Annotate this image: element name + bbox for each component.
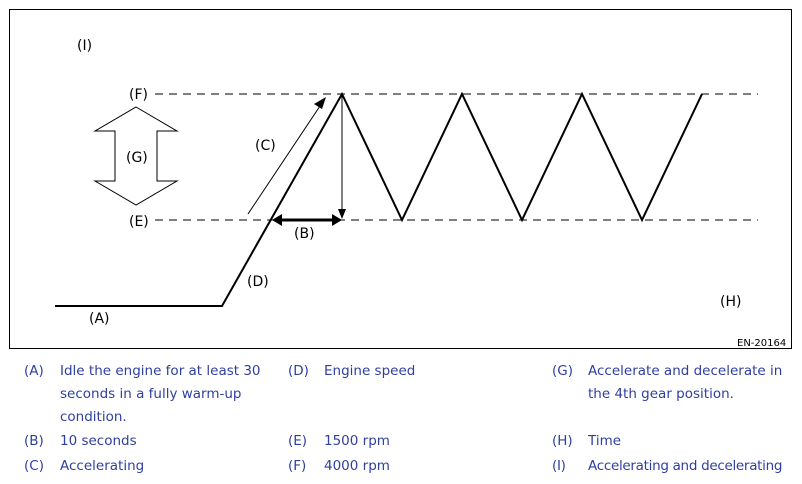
label-a: (A): [89, 311, 110, 327]
label-d: (D): [247, 274, 269, 290]
ten-second-arrow-head-left: [272, 214, 282, 226]
diagram-frame: (I) (F) (C) (G) (E) (B) (D) (H) (A) EN-2…: [9, 9, 792, 349]
legend-text-g: Accelerate and decelerate in the 4th gea…: [588, 363, 783, 402]
legend-item-i: (I) Accelerating and decelerating: [552, 455, 800, 478]
legend-text-d: Engine speed: [324, 363, 416, 379]
legend-text-a: Idle the engine for at least 30 seconds …: [60, 363, 261, 425]
figure-code: EN-20164: [737, 338, 786, 349]
legend-key-f: (F): [288, 458, 307, 474]
hold-time-vertical-arrow-head: [338, 209, 346, 219]
legend-text-f: 4000 rpm: [324, 458, 390, 474]
legend-key-d: (D): [288, 363, 309, 379]
legend-key-h: (H): [552, 433, 573, 449]
legend: (A) Idle the engine for at least 30 seco…: [0, 360, 802, 484]
legend-item-d: (D) Engine speed: [288, 360, 528, 383]
legend-item-g: (G) Accelerate and decelerate in the 4th…: [552, 360, 798, 406]
legend-item-a: (A) Idle the engine for at least 30 seco…: [24, 360, 274, 429]
label-i: (I): [77, 38, 92, 54]
label-c: (C): [255, 138, 276, 154]
legend-key-b: (B): [24, 433, 44, 449]
legend-key-a: (A): [24, 363, 44, 379]
legend-text-b: 10 seconds: [60, 433, 137, 449]
legend-key-c: (C): [24, 458, 44, 474]
legend-text-h: Time: [588, 433, 622, 449]
label-h: (H): [720, 294, 741, 310]
legend-item-h: (H) Time: [552, 430, 798, 453]
legend-text-e: 1500 rpm: [324, 433, 390, 449]
label-f: (F): [129, 87, 148, 103]
legend-item-f: (F) 4000 rpm: [288, 455, 528, 478]
ten-second-arrow-head-right: [332, 214, 342, 226]
legend-item-e: (E) 1500 rpm: [288, 430, 528, 453]
legend-item-b: (B) 10 seconds: [24, 430, 274, 453]
legend-key-i: (I): [552, 458, 566, 474]
engine-speed-curve: [55, 91, 703, 307]
label-b: (B): [294, 226, 315, 242]
legend-text-c: Accelerating: [60, 458, 145, 474]
accel-decel-cross-arrow-icon: [93, 106, 179, 206]
legend-text-i: Accelerating and decelerating: [588, 458, 783, 474]
accelerating-arrow-head: [314, 97, 326, 109]
label-e: (E): [129, 214, 149, 230]
legend-key-g: (G): [552, 363, 573, 379]
legend-key-e: (E): [288, 433, 308, 449]
accelerating-arrow: [247, 102, 323, 215]
legend-item-c: (C) Accelerating: [24, 455, 274, 478]
label-g: (G): [126, 150, 148, 166]
